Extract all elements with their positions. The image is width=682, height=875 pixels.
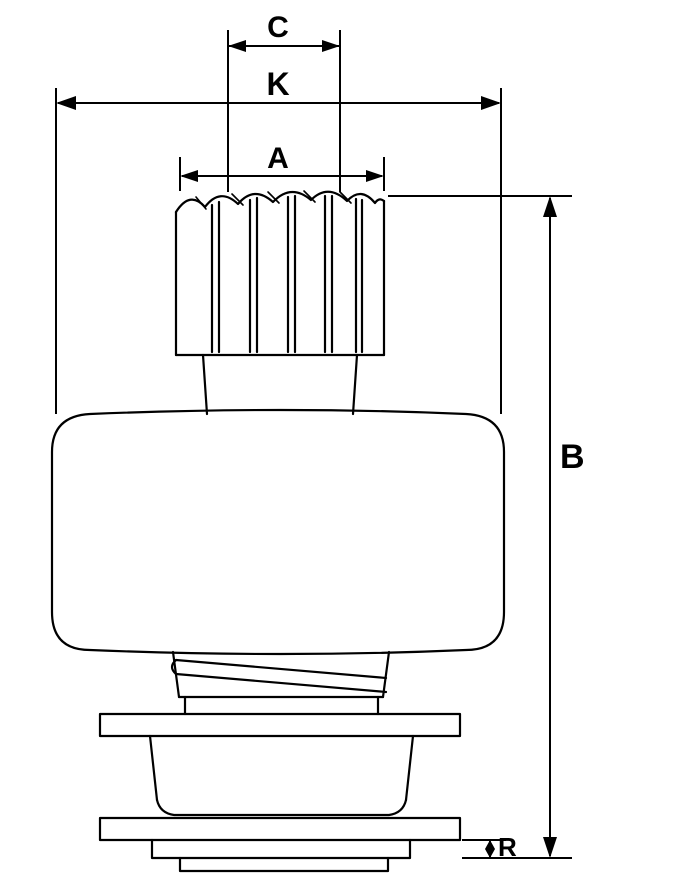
dimension-label-a: A [267,142,289,175]
upper-flange-outline [98,712,462,738]
cup-bottom-curve [155,798,408,817]
helical-spline [170,650,391,699]
cup-right-edge [404,734,415,802]
gear-chamfer-line [195,196,207,210]
arrowhead-right [322,40,340,52]
lower-flange [98,816,462,842]
neck-shaft [201,353,359,416]
dimension-b: B [388,195,585,859]
cup-left-edge [148,734,159,802]
dimension-a: A [179,142,385,191]
spline-helix-line [174,672,388,694]
dimension-label-c: C [267,11,289,44]
dimension-c: C [227,11,341,192]
gear-chamfer-line [303,190,316,203]
spacer-ring [150,838,412,860]
arrowhead-left [180,170,198,182]
spacer-ring-outline [150,838,412,860]
arrowhead-left [56,96,76,110]
dimension-k: K [55,66,502,414]
clutch-body-outline [50,408,506,656]
neck-right-edge [351,353,359,416]
dimension-r: R [462,832,517,862]
neck-left-edge [201,353,209,416]
bottom-cap [178,856,390,873]
upper-flange [98,712,462,738]
arrowhead-right [366,170,384,182]
clutch-body [50,408,506,656]
spline-helix-end-cap [170,658,178,676]
arrowhead-right [481,96,501,110]
bottom-cap-outline [178,856,390,873]
dimension-label-r: R [498,832,517,862]
arrowhead-bottom [485,849,495,858]
tapered-cup [148,734,415,817]
dimension-label-b: B [560,438,585,476]
lower-shaft [183,695,380,716]
spline-helix-line [174,658,388,680]
arrowhead-top [543,196,557,217]
arrowhead-top [485,840,495,849]
pinion-gear [174,190,386,357]
lower-flange-outline [98,816,462,842]
gear-chamfer-line [231,193,244,206]
spline-right-edge [381,650,391,699]
gear-chamfer-line [339,191,352,204]
gear-teeth-top-outline [174,190,386,214]
gear-chamfer-line [267,191,280,204]
arrowhead-left [228,40,246,52]
dimension-label-k: K [266,66,289,102]
arrowhead-bottom [543,837,557,858]
